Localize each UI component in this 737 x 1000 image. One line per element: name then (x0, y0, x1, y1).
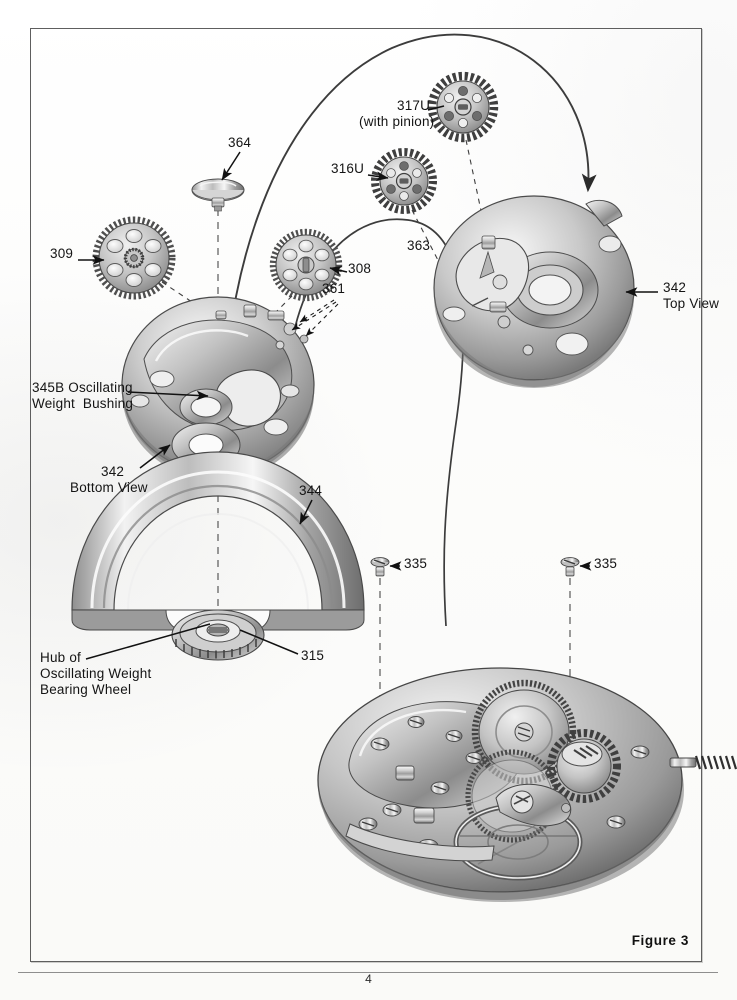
callout-leaders (78, 105, 658, 660)
leader-364 (221, 151, 241, 181)
figure-border-frame (30, 28, 702, 962)
gear-317U-holes (443, 85, 482, 128)
figure-caption: Figure 3 (631, 933, 689, 948)
reversing-parts-top (471, 235, 511, 329)
part-335-screw-right (560, 557, 580, 577)
callout-hub-line3: Bearing Wheel (40, 682, 132, 697)
crown-wheel (547, 729, 621, 803)
callout-364: 364 (228, 135, 252, 150)
callout-342-bottom-view-label: Bottom View (70, 480, 148, 495)
watch-movement-assembly (317, 667, 737, 902)
leader-hub (85, 623, 211, 660)
balance-cock (495, 783, 572, 827)
leader-308 (329, 265, 348, 276)
gear-309-spoke-holes (106, 229, 162, 287)
callout-342-bottom: 342 (101, 464, 125, 479)
leader-317U (427, 105, 445, 111)
gear-316U-holes (386, 161, 422, 201)
callout-335-left: 335 (404, 556, 428, 571)
gear-309-teeth (92, 216, 176, 300)
callout-344: 344 (299, 483, 323, 498)
leader-315 (239, 629, 299, 655)
framework-posts-bottom (215, 304, 309, 344)
footer-rule (18, 972, 718, 973)
callout-308: 308 (348, 261, 372, 276)
callout-316U: 316U (331, 161, 365, 176)
pillars-and-posts (345, 765, 495, 862)
callout-hub-line1: Hub of (40, 650, 81, 665)
callout-345B-line1: 345B Oscillating (32, 380, 133, 395)
callout-309: 309 (50, 246, 74, 261)
framework-recess-top (455, 237, 530, 312)
part-308-intermediate-wheel (269, 228, 343, 302)
part-335-screw-left (370, 557, 390, 577)
movement-screws (358, 716, 650, 853)
part-364-oscillating-weight-cap (191, 178, 245, 212)
leader-345B (127, 390, 209, 401)
leader-344 (299, 499, 313, 525)
callout-315: 315 (301, 648, 325, 663)
callout-345B-line2: Weight Bushing (32, 396, 134, 411)
hub-knurl (175, 639, 257, 659)
callout-317U: 317U (397, 98, 431, 113)
part-315-oscillating-weight-bearing-wheel (171, 609, 265, 661)
callout-335-right: 335 (594, 556, 618, 571)
winding-stem (669, 755, 737, 770)
part-309-reduction-wheel (92, 216, 176, 300)
callout-363: 363 (407, 238, 431, 253)
callout-342-top-view-label: Top View (663, 296, 720, 311)
gear-308-spoke-holes (282, 239, 330, 291)
callout-342-top: 342 (663, 280, 687, 295)
page-number: 4 (365, 972, 372, 986)
callout-hub-line2: Oscillating Weight (40, 666, 152, 681)
part-342-framework-top-view (433, 195, 635, 388)
callout-317U-note: (with pinion) (359, 114, 435, 129)
callout-361: 361 (322, 281, 346, 296)
part-316U-pawl-wheel (371, 148, 437, 214)
leader-316U (367, 171, 389, 182)
callout-leaders-361 (291, 299, 339, 337)
leader-342-bottom (139, 444, 171, 469)
part-317U-pawl-wheel-with-pinion (427, 71, 499, 143)
